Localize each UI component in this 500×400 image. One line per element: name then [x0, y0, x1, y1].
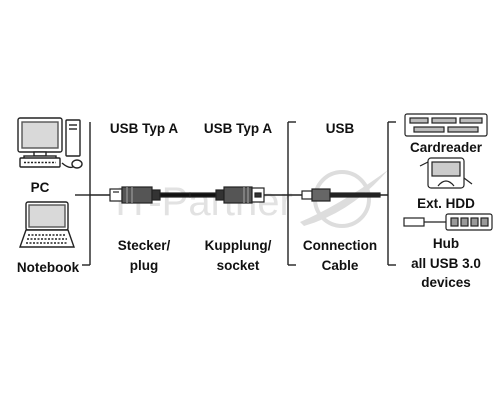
usb-hub-icon — [403, 213, 493, 231]
socket-label: socket — [217, 258, 260, 273]
usb-type-a-label-2: USB Typ A — [204, 121, 273, 136]
hub-label: Hub — [433, 236, 459, 251]
connection-label: Connection — [303, 238, 377, 253]
usb-socket-icon — [189, 186, 265, 204]
notebook-label: Notebook — [17, 260, 80, 275]
stecker-label: Stecker/ — [118, 238, 171, 253]
usb-plug-icon — [109, 186, 191, 204]
external-hdd-icon — [419, 157, 473, 189]
usb-type-a-label-1: USB Typ A — [110, 121, 179, 136]
usb-label: USB — [326, 121, 355, 136]
all-usb-label: all USB 3.0 — [411, 256, 481, 271]
middle-divider — [287, 121, 296, 266]
cable-label: Cable — [322, 258, 359, 273]
kupplung-label: Kupplung/ — [205, 238, 272, 253]
right-bracket — [387, 121, 396, 266]
left-bracket — [75, 122, 91, 266]
cardreader-label: Cardreader — [410, 140, 483, 155]
devices-label: devices — [421, 275, 471, 290]
notebook-icon — [19, 201, 75, 248]
usb-cable-end-icon — [301, 188, 381, 202]
cardreader-icon — [404, 113, 488, 137]
pc-icon — [17, 117, 83, 169]
ext-hdd-label: Ext. HDD — [417, 196, 475, 211]
pc-label: PC — [31, 180, 50, 195]
plug-label: plug — [130, 258, 159, 273]
